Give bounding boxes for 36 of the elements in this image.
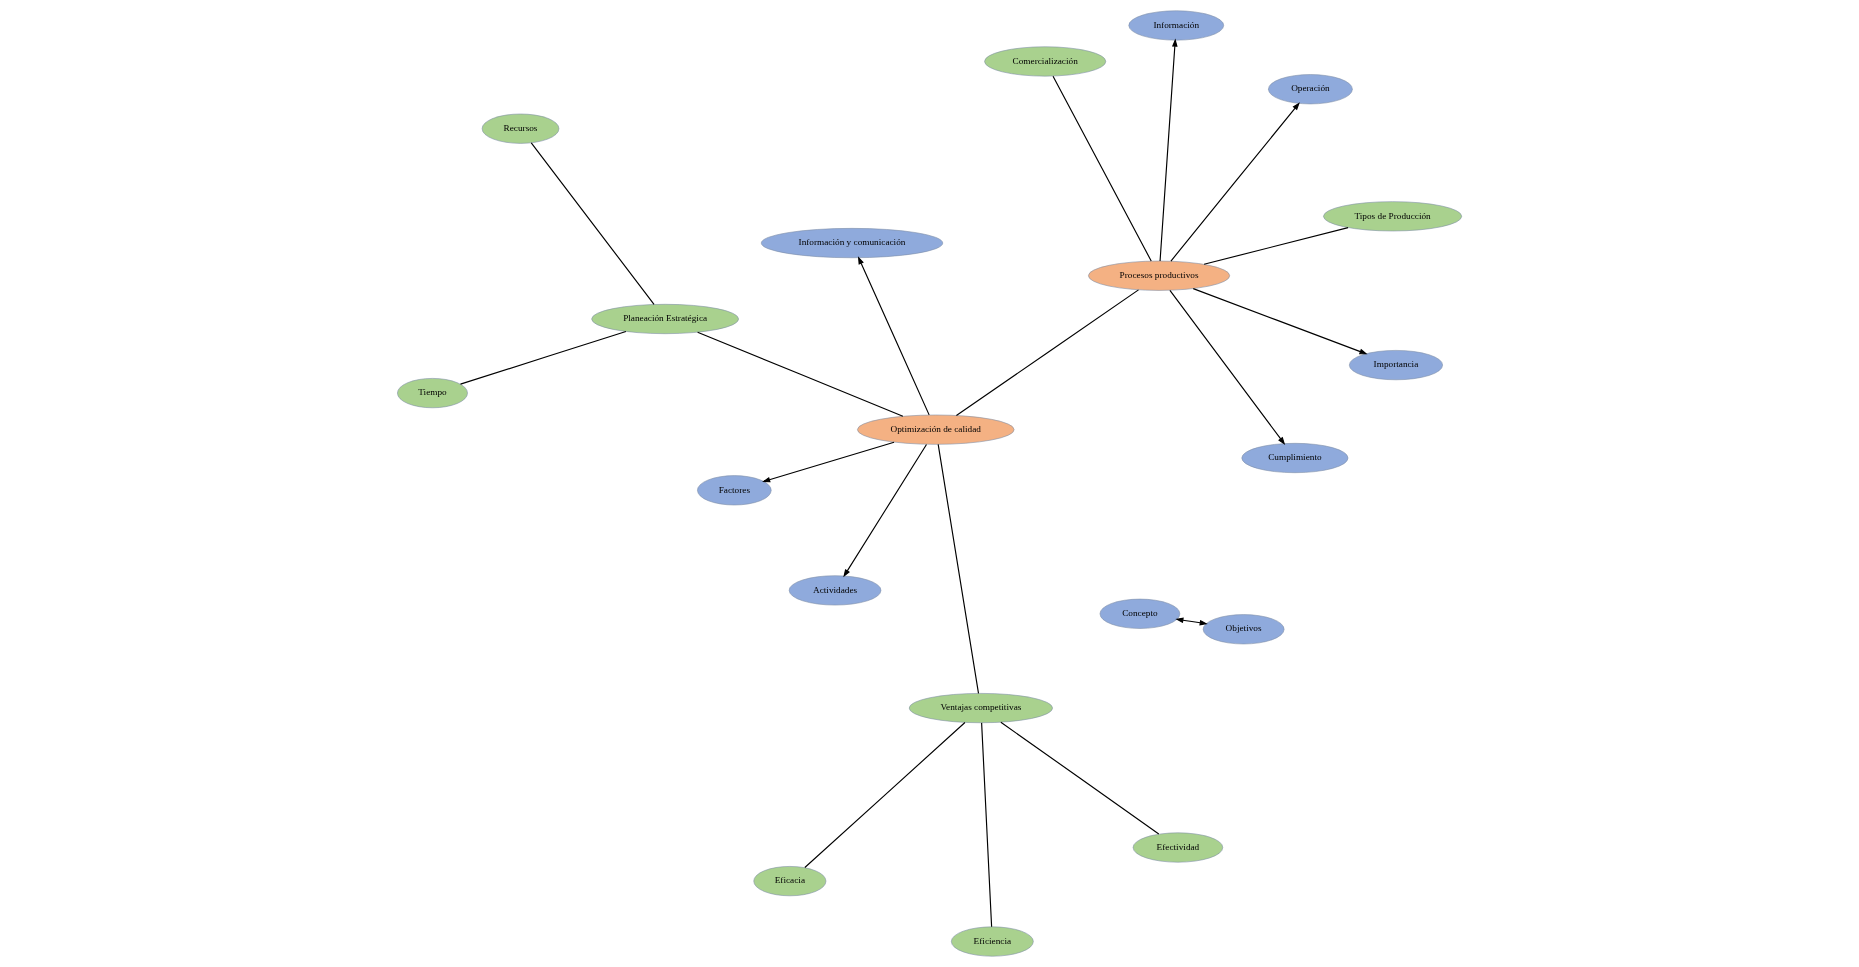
node-ellipse: Planeación Estratégica [591,304,739,334]
arrow [1169,289,1286,445]
node-ellipse: Operación [1268,74,1353,105]
connector [530,142,655,305]
node-ellipse: Cumplimiento [1241,443,1349,473]
arrow [857,256,930,416]
connector [804,721,966,869]
node-ellipse: Eficacia [753,866,827,897]
connector [955,289,1140,417]
connector [1052,75,1152,262]
node-ellipse: Recursos [481,113,560,144]
node-ellipse: Procesos productivos [1088,260,1230,291]
connector [1000,721,1160,835]
node-ellipse: Eficiencia [951,926,1034,957]
node-ellipse: Ventajas competitivas [908,693,1053,724]
connector [697,331,904,417]
connector [937,443,980,694]
arrow [1170,102,1300,262]
arrow [762,441,895,483]
node-ellipse: Actividades [788,575,882,606]
node-ellipse: Optimización de calidad [857,414,1015,445]
arrow [1175,617,1208,626]
node-ellipse: Objetivos [1202,614,1285,645]
node-ellipse: Tiempo [397,378,468,409]
connector [981,722,993,928]
arrow [1192,288,1368,355]
node-ellipse: Concepto [1099,598,1181,629]
node-ellipse: Tipos de Producción [1323,201,1462,232]
node-ellipse: Información y comunicación [760,228,944,259]
connector [1203,227,1349,265]
arrow [1159,38,1178,262]
arrow [843,443,928,578]
node-ellipse: Comercialización [984,46,1107,77]
connector [459,330,627,385]
node-ellipse: Información [1128,10,1224,41]
node-ellipse: Efectividad [1132,832,1224,863]
